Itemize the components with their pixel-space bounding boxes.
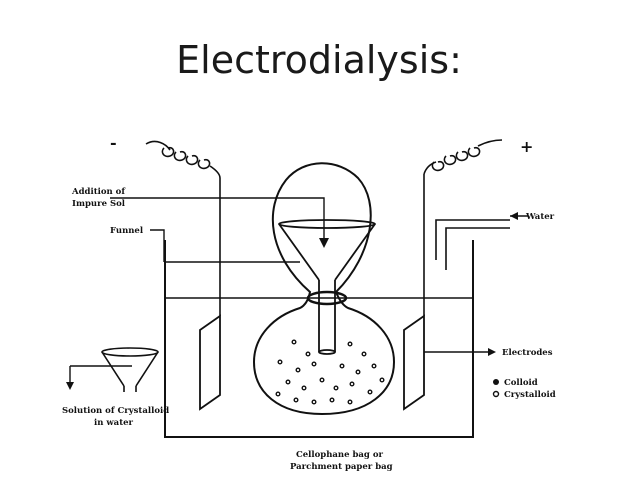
plus-label: + [520, 137, 533, 156]
water-inlet-pipes [435, 219, 510, 270]
colloid-label: Colloid [504, 378, 538, 388]
right-electrode [403, 314, 425, 411]
slide-title: Electrodialysis: [176, 38, 462, 82]
water-label: Water [525, 212, 555, 222]
funnel-label: Funnel [110, 226, 144, 236]
wires [219, 174, 425, 316]
bag-label-line2: Parchment paper bag [290, 462, 393, 472]
tank [164, 240, 474, 438]
electrodialysis-diagram: - + Addition of Impure Sol Funnel Water … [52, 130, 586, 478]
cellophane-bag [252, 162, 396, 416]
minus-label: - [110, 133, 117, 152]
left-electrode [199, 314, 221, 411]
funnel [278, 219, 376, 355]
bag-label-line1: Cellophane bag or [296, 450, 384, 460]
particles [275, 339, 385, 405]
collector-funnel [101, 347, 159, 392]
left-coil [145, 140, 221, 179]
electrodes-label: Electrodes [502, 348, 553, 358]
crystalloid-label: Crystalloid [504, 390, 556, 400]
crystalloid-marker [492, 390, 500, 398]
arrowheads [66, 212, 518, 390]
solution-label-line2: in water [94, 418, 134, 428]
addition-label-line2: Impure Sol [72, 199, 126, 209]
neck-ring [306, 290, 348, 306]
solution-label-line1: Solution of Crystalloid [62, 406, 169, 416]
arrows [69, 197, 528, 386]
addition-label-line1: Addition of [71, 187, 126, 197]
right-coil [423, 139, 503, 175]
colloid-marker [493, 379, 499, 385]
